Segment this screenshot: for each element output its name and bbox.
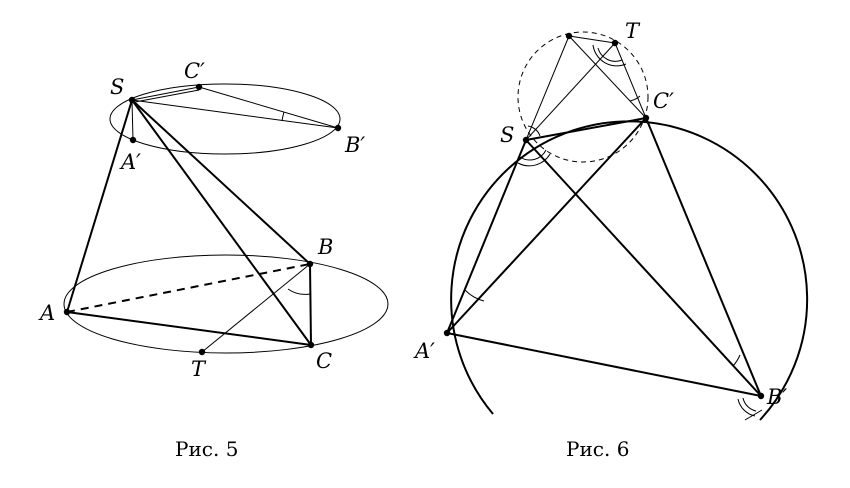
tangent-tail <box>744 409 763 421</box>
small-dashed-circle <box>517 31 649 163</box>
point-b1 <box>334 124 342 132</box>
point-b <box>306 260 314 268</box>
angle-arc-t-2 <box>592 44 627 67</box>
label-c1: C′ <box>184 59 205 83</box>
label-c: C <box>316 349 332 373</box>
label-c1: C′ <box>653 89 674 113</box>
figure-5: S C′ A′ B′ A B C T Рис. 5 <box>38 59 389 461</box>
edge-b-c <box>309 263 312 346</box>
angle-arc-b1-outer-2 <box>742 397 757 412</box>
segment-s-c1-double <box>134 89 200 103</box>
label-s: S <box>500 123 514 147</box>
point-s <box>128 96 136 104</box>
edge-a-c <box>66 311 312 346</box>
point-c1 <box>642 114 650 122</box>
edge-c1-b1 <box>645 117 762 397</box>
point-a1 <box>129 136 137 144</box>
label-t: T <box>191 357 207 381</box>
angle-arc-s-1 <box>519 149 547 161</box>
caption-figure-6: Рис. 6 <box>566 437 629 461</box>
upper-ellipse <box>109 83 341 155</box>
segment-t-b <box>201 263 311 353</box>
point-a <box>63 308 71 316</box>
segment-top-c1 <box>568 35 647 119</box>
label-t: T <box>625 19 641 43</box>
angle-arc-a1 <box>464 289 485 302</box>
edge-s-c1 <box>525 117 647 141</box>
label-a: A <box>38 301 55 325</box>
label-b1: B′ <box>766 385 787 409</box>
angle-arc-b1 <box>281 111 285 122</box>
point-t <box>611 39 619 47</box>
segment-s-b1 <box>131 99 339 129</box>
point-c1 <box>195 83 203 91</box>
edge-a-b-hidden <box>66 263 311 313</box>
segment-top-t <box>568 35 616 44</box>
lower-ellipse <box>63 254 389 354</box>
edge-s-b1 <box>525 139 762 397</box>
label-s: S <box>110 75 124 99</box>
caption-figure-5: Рис. 5 <box>175 437 238 461</box>
angle-arc-s-top <box>527 125 541 137</box>
edge-s-c <box>131 99 312 346</box>
point-a1 <box>443 329 451 337</box>
label-a1: A′ <box>413 339 435 363</box>
segment-s-a1 <box>131 99 134 141</box>
label-b1: B′ <box>344 133 365 157</box>
point-b1 <box>757 392 765 400</box>
segment-c1-b1 <box>198 86 339 129</box>
edge-s-a1 <box>446 139 527 334</box>
angle-arc-s-2 <box>517 153 551 167</box>
angle-arc-c1 <box>629 95 641 102</box>
angle-arc-t-1 <box>597 47 623 62</box>
edge-s-a <box>66 99 133 313</box>
angle-arc-b1-outer-1 <box>737 398 756 417</box>
segment-s-c1 <box>131 86 200 101</box>
point-s <box>522 136 530 144</box>
circumcircle-arc <box>450 120 809 421</box>
edge-s-b <box>131 99 311 265</box>
point-c <box>307 341 315 349</box>
segment-top-s <box>525 35 570 141</box>
segment-t-c1 <box>614 42 647 119</box>
figure-6: T S C′ A′ B′ Рис. 6 <box>413 19 809 461</box>
label-a1: A′ <box>119 150 141 174</box>
point-t <box>198 348 206 356</box>
point-top <box>565 32 573 40</box>
edge-c1-a1 <box>446 117 647 334</box>
edge-a1-b1 <box>446 332 762 397</box>
angle-arc-b1 <box>732 354 741 367</box>
angle-arc-b <box>287 288 311 295</box>
label-b: B <box>317 235 333 259</box>
